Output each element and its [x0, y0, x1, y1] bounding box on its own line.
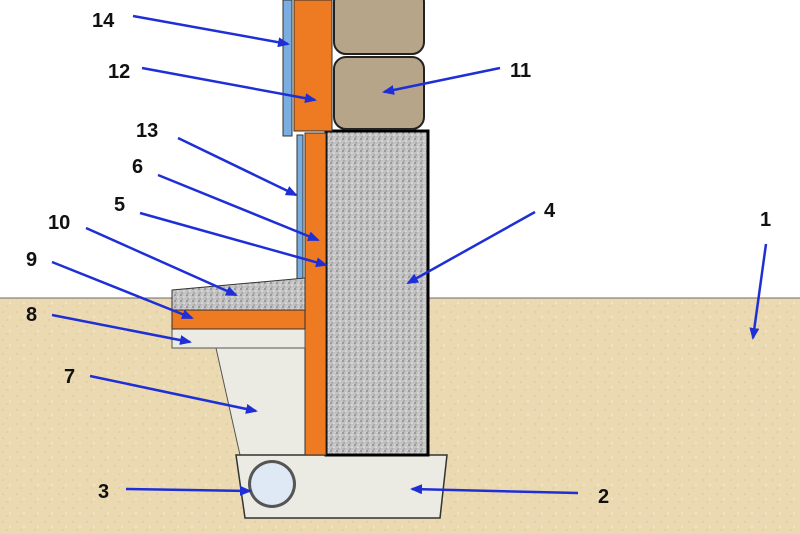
- label-6: 6: [132, 156, 143, 178]
- label-10: 10: [48, 212, 70, 234]
- arrow-12: [141, 66, 317, 104]
- horizontal-insulation: [171, 309, 306, 330]
- arrow-4: [406, 210, 536, 285]
- callout-arrows: [51, 14, 768, 496]
- arrow-9: [51, 260, 194, 320]
- upper-insulation: [293, 0, 333, 132]
- arrow-8: [51, 313, 192, 345]
- label-12: 12: [108, 61, 130, 83]
- label-3: 3: [98, 481, 109, 503]
- sand-bed: [171, 328, 306, 349]
- foundation-wall: [324, 129, 430, 457]
- upper-membrane: [282, 0, 293, 137]
- label-5: 5: [114, 194, 125, 216]
- arrow-14: [132, 14, 290, 48]
- callout-labels: 1 2 3 4 5 6 7 8 9 10 11 12 13 14: [26, 10, 771, 508]
- arrow-10: [85, 226, 238, 297]
- label-7: 7: [64, 366, 75, 388]
- stone-block-lower: [333, 56, 425, 130]
- label-8: 8: [26, 304, 37, 326]
- label-4: 4: [544, 200, 556, 222]
- label-2: 2: [598, 486, 609, 508]
- blind-area: [171, 277, 306, 311]
- arrow-2: [410, 484, 579, 495]
- arrow-7: [89, 374, 258, 414]
- label-14: 14: [92, 10, 115, 32]
- wall-insulation: [304, 132, 327, 456]
- arrow-5: [139, 211, 328, 268]
- arrow-6: [157, 173, 320, 242]
- label-11: 11: [510, 60, 531, 82]
- arrow-11: [382, 66, 501, 95]
- arrow-13: [177, 136, 298, 197]
- label-9: 9: [26, 249, 37, 271]
- arrow-1: [749, 243, 768, 340]
- drainage-pipe-inner: [251, 463, 293, 505]
- stone-block-upper: [333, 0, 425, 55]
- label-1: 1: [760, 209, 771, 231]
- label-13: 13: [136, 120, 158, 142]
- arrow-3: [125, 485, 252, 496]
